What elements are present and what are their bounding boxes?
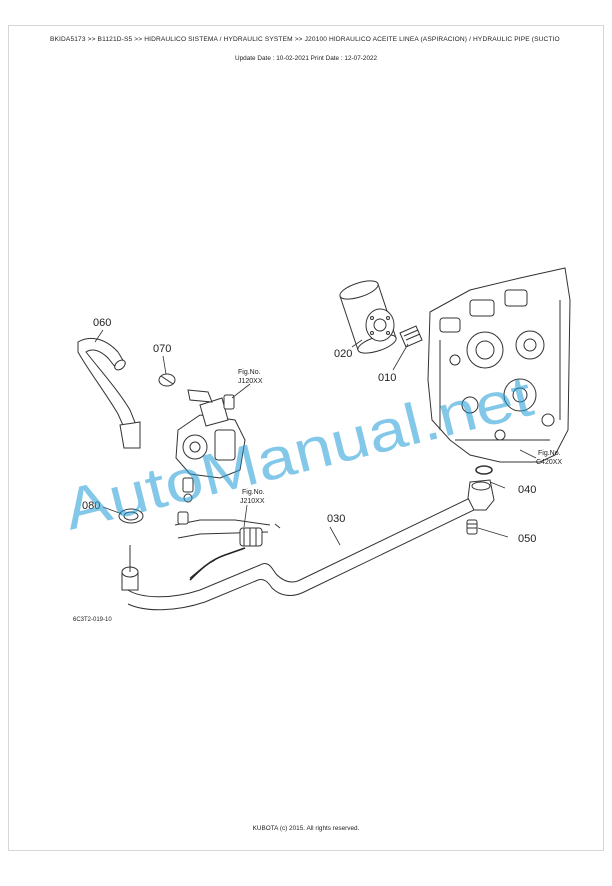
pipe-bracket-line bbox=[129, 545, 216, 579]
oil-filter-drawing bbox=[339, 280, 397, 354]
transmission-housing-drawing bbox=[427, 267, 571, 463]
flange-bolt-drawing bbox=[466, 519, 478, 535]
fig-ref-j210xx-line1: Fig.No. bbox=[242, 489, 265, 496]
part-label-060: 060 bbox=[93, 317, 111, 329]
fig-ref-c420xx-line2: C420XX bbox=[536, 459, 562, 466]
fig-ref-c420xx-line1: Fig.No. bbox=[538, 450, 561, 457]
part-label-070: 070 bbox=[153, 343, 171, 355]
breadcrumb: BKIDA5173 >> B1121D-S5 >> HIDRAULICO SIS… bbox=[50, 36, 560, 43]
lower-clamp-drawing bbox=[118, 508, 144, 524]
part-label-080: 080 bbox=[82, 500, 100, 512]
fig-ref-j120xx-line1: Fig.No. bbox=[238, 369, 261, 376]
pipe-flange-drawing bbox=[467, 479, 495, 511]
leader-lines bbox=[94, 329, 537, 546]
o-ring-drawing bbox=[475, 465, 493, 475]
drawing-code: 6C3T2-019-10 bbox=[73, 617, 112, 623]
part-label-040: 040 bbox=[518, 484, 536, 496]
date-line: Update Date : 10-02-2021 Print Date : 12… bbox=[235, 55, 378, 62]
part-label-050: 050 bbox=[518, 533, 536, 545]
footer-copyright: KUBOTA (c) 2015. All rights reserved. bbox=[252, 825, 360, 832]
fig-ref-j210xx-line2: J210XX bbox=[240, 498, 265, 505]
filter-nipple-drawing bbox=[399, 325, 423, 348]
pipe-wire-line bbox=[189, 547, 246, 581]
part-label-010: 010 bbox=[378, 372, 396, 384]
branch-fitting-drawing bbox=[174, 511, 281, 547]
hydraulic-pump-drawing bbox=[175, 394, 246, 503]
suction-hose-drawing bbox=[77, 337, 141, 449]
pump-connector-drawing bbox=[187, 389, 213, 403]
part-label-030: 030 bbox=[327, 513, 345, 525]
part-label-020: 020 bbox=[334, 348, 352, 360]
fig-ref-j120xx-line2: J120XX bbox=[238, 378, 263, 385]
hose-clamp-drawing bbox=[158, 373, 176, 387]
